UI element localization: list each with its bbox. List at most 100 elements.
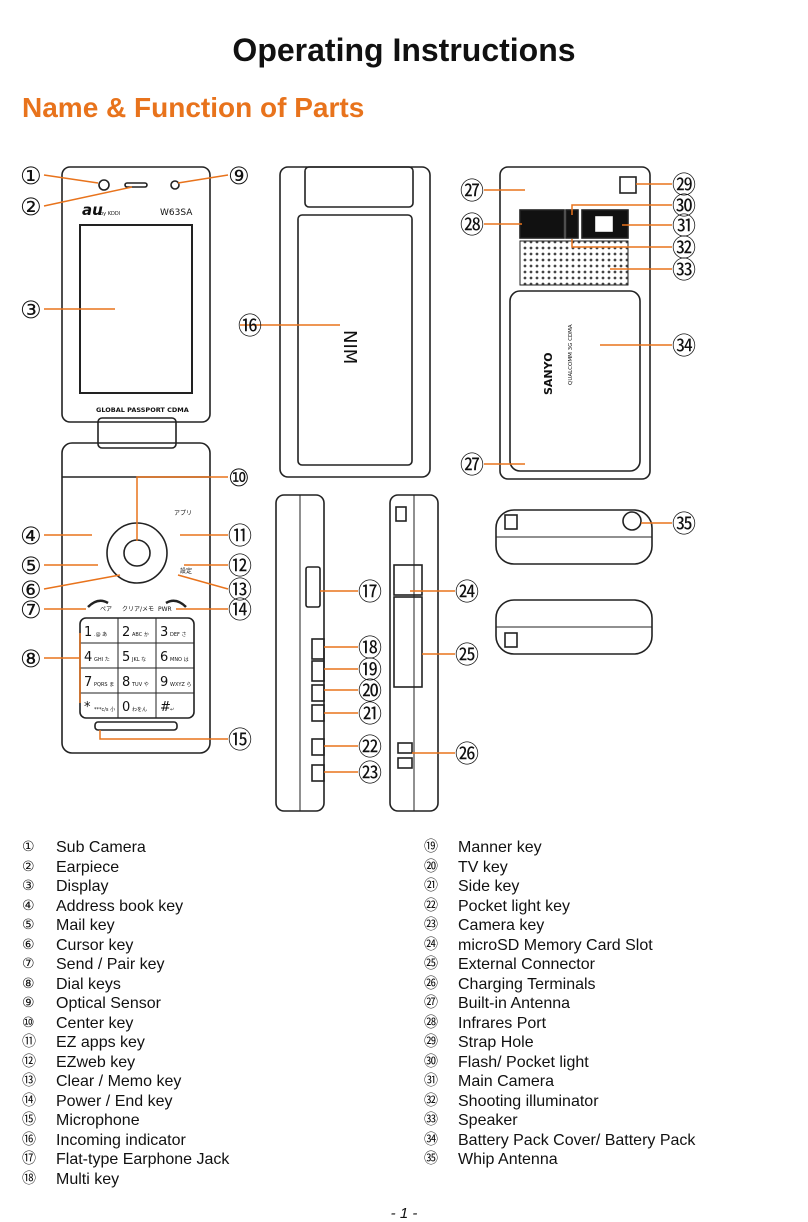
- legend-label: Camera key: [458, 917, 545, 934]
- legend-label: Strap Hole: [458, 1034, 534, 1051]
- battery-cover: [509, 290, 641, 472]
- legend-label: Battery Pack Cover/ Battery Pack: [458, 1131, 696, 1149]
- microsd-slot-box: [393, 564, 423, 596]
- speaker-grille: [519, 240, 629, 286]
- legend-number: ⑲: [424, 839, 438, 855]
- ir-port-window: [519, 209, 565, 239]
- callout-35: ㉟: [672, 510, 696, 538]
- dial-key-label: 2: [122, 625, 130, 640]
- legend-number: ⑱: [22, 1170, 36, 1187]
- legend-label: Speaker: [458, 1112, 518, 1129]
- model-print: W63SA: [160, 208, 193, 218]
- callout-9: ⑨: [228, 162, 250, 190]
- legend-label: microSD Memory Card Slot: [458, 936, 653, 954]
- legend-label: Charging Terminals: [458, 975, 596, 993]
- legend-label: Dial keys: [56, 975, 121, 993]
- legend-number: ⑨: [22, 995, 35, 1011]
- passport-print: GLOBAL PASSPORT CDMA: [96, 406, 189, 414]
- legend-label: Multi key: [56, 1170, 120, 1188]
- legend-number: ⑪: [22, 1034, 36, 1050]
- dial-key-label: 7: [84, 675, 92, 690]
- legend-label: Optical Sensor: [56, 995, 161, 1012]
- legend-item: ⑨ Optical Sensor: [22, 994, 229, 1014]
- callout-20: ⑳: [358, 677, 382, 705]
- legend-number: ⑰: [22, 1151, 36, 1167]
- phone-parts-diagram: au by KDDI W63SA GLOBAL PASSPORT CDMA アプ…: [20, 162, 696, 812]
- dial-key-sublabel: PQRS ま: [94, 682, 114, 688]
- dial-key-sublabel: ↵: [170, 707, 174, 713]
- legend-label: Flat-type Earphone Jack: [56, 1151, 230, 1168]
- legend-label: EZweb key: [56, 1053, 136, 1071]
- legend-label: Clear / Memo key: [56, 1073, 182, 1090]
- dial-key-label: 0: [122, 700, 130, 715]
- callout-11: ⑪: [228, 522, 252, 550]
- dial-key-label: 1: [84, 625, 92, 640]
- dial-key-sublabel: JKL な: [131, 656, 146, 663]
- legend-number: ㉞: [424, 1131, 438, 1148]
- legend-number: ⑧: [22, 975, 35, 992]
- callout-18: ⑱: [358, 634, 382, 662]
- closed-body: [279, 166, 431, 478]
- dial-key-label: 4: [84, 650, 92, 665]
- closed-hinge: [304, 166, 414, 208]
- side-key-box: [311, 704, 325, 722]
- legend-label: Shooting illuminator: [458, 1092, 599, 1110]
- callout-13: ⑬: [228, 576, 252, 604]
- callout-5: ⑤: [20, 552, 42, 580]
- callout-16: ⑯: [238, 312, 262, 340]
- legend-number: ㉔: [424, 936, 438, 953]
- legend-label: Incoming indicator: [56, 1131, 186, 1149]
- legend-label: Main Camera: [458, 1073, 555, 1090]
- pocket-light-key-box: [311, 738, 325, 756]
- callout-34: ㉞: [672, 332, 696, 360]
- legend-label: Mail key: [56, 917, 115, 934]
- legend-number: ①: [22, 839, 35, 855]
- whip-antenna-circle: [622, 511, 642, 531]
- multi-key-box: [311, 638, 325, 660]
- legend-label: Center key: [56, 1014, 134, 1032]
- legend-number: ⑦: [22, 956, 35, 972]
- legend-label: Microphone: [56, 1112, 140, 1129]
- legend-item: ㉜ Shooting illuminator: [424, 1092, 695, 1112]
- callout-4: ④: [20, 522, 42, 550]
- legend-label: Send / Pair key: [56, 956, 165, 973]
- callout-29: ㉙: [672, 171, 696, 199]
- legend-label: Infrares Port: [458, 1014, 547, 1032]
- legend-number: ㉝: [424, 1112, 438, 1128]
- legend-number: ⑫: [22, 1053, 36, 1070]
- page-number: - 1 -: [390, 1205, 418, 1222]
- dial-key-label: 5: [122, 650, 130, 665]
- brand-print: au: [82, 201, 103, 219]
- charging-terminal-2: [397, 757, 413, 769]
- legend-number: ②: [22, 858, 35, 875]
- dial-key-sublabel: ***c/s 小: [94, 706, 115, 713]
- legend-number: ③: [22, 878, 35, 894]
- legend-number: ㉑: [424, 878, 438, 894]
- legend-label: Built-in Antenna: [458, 995, 571, 1012]
- callout-7: ⑦: [20, 596, 42, 624]
- legend-number: ㉙: [424, 1034, 438, 1050]
- legend-item: ⑪ EZ apps key: [22, 1033, 229, 1053]
- legend-number: ㉜: [424, 1092, 438, 1109]
- legend-item: ⑧ Dial keys: [22, 975, 229, 995]
- dial-key-sublabel: DEF さ: [170, 631, 186, 638]
- legend-label: Flash/ Pocket light: [458, 1053, 589, 1071]
- legend-item: ⑫ EZweb key: [22, 1053, 229, 1073]
- legend-number: ⑥: [22, 936, 35, 953]
- external-connector-box: [393, 596, 423, 688]
- earpiece-slot: [124, 182, 148, 188]
- legend-label: Side key: [458, 878, 520, 895]
- legend-label: EZ apps key: [56, 1034, 145, 1051]
- brand-small-print: by KDDI: [100, 211, 120, 217]
